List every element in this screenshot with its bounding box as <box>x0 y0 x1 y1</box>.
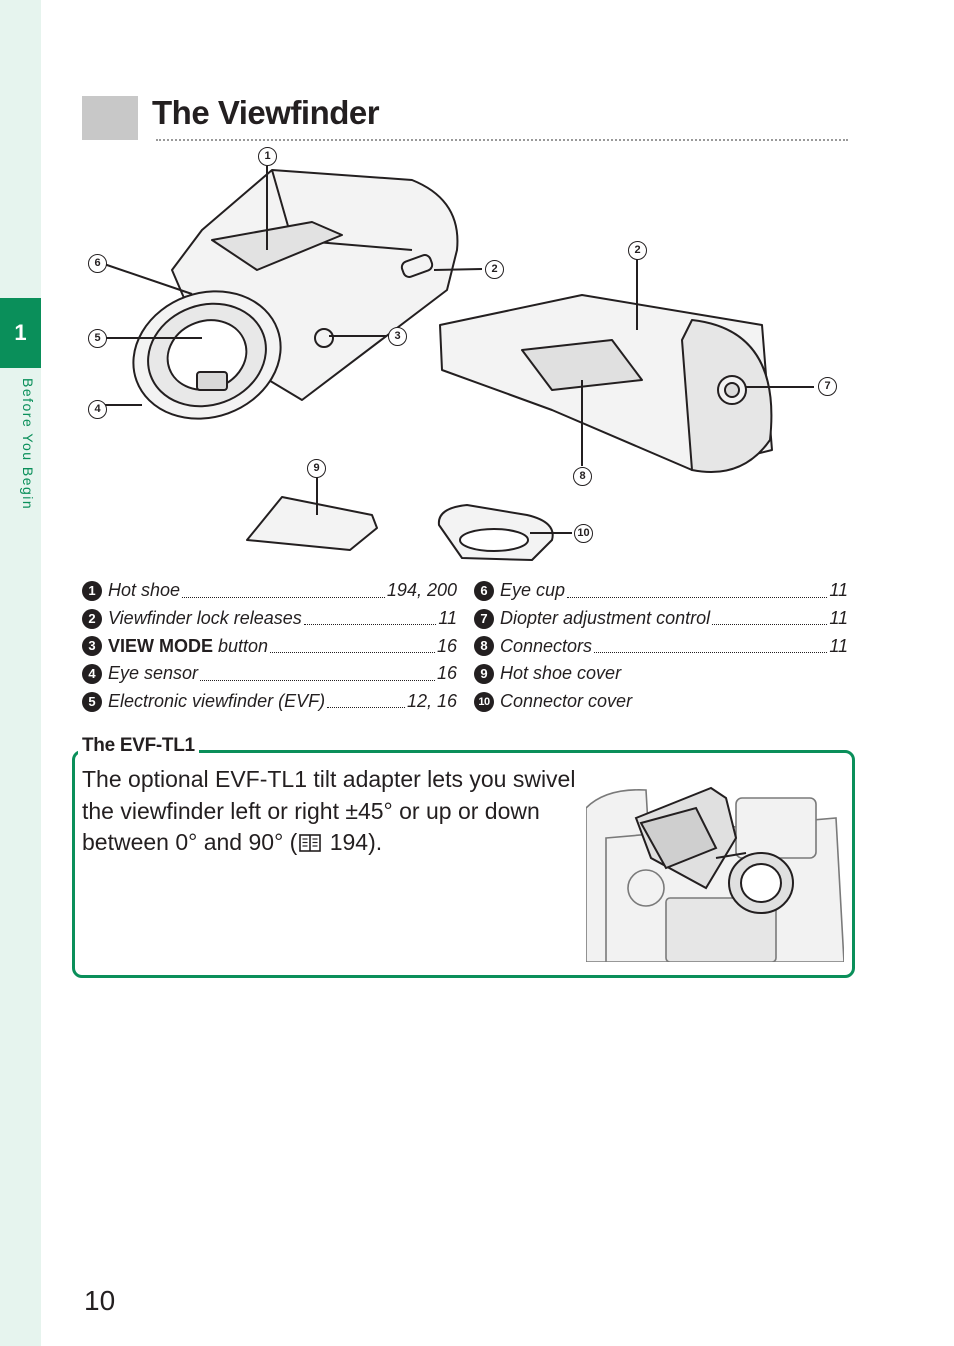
legend-label: Eye cup <box>500 580 566 601</box>
book-icon <box>299 834 322 852</box>
viewfinder-drawing <box>103 166 814 561</box>
legend-number: 4 <box>82 663 102 684</box>
legend-label: Viewfinder lock releases <box>108 608 302 629</box>
legend-label: Eye sensor <box>108 663 199 684</box>
legend-item: 5 Electronic viewfinder (EVF) 12, 16 <box>82 688 457 716</box>
leader-dots <box>567 596 828 598</box>
legend-number: 3 <box>82 636 102 657</box>
legend-right: 6 Eye cup 11 7 Diopter adjustment contro… <box>474 577 848 715</box>
note-text-end: ). <box>368 829 383 855</box>
chapter-label: Before You Begin <box>20 378 36 511</box>
callout-3: 3 <box>388 327 407 346</box>
page-ref[interactable]: 11 <box>438 608 457 629</box>
page-ref[interactable]: 16 <box>436 635 457 656</box>
legend-number: 10 <box>474 691 494 712</box>
leader-dots <box>303 624 437 626</box>
leader-dots <box>712 624 828 626</box>
note-box <box>72 750 855 978</box>
legend-number: 6 <box>474 580 494 601</box>
view-mode-label: VIEW MODE <box>108 635 214 656</box>
legend-label: Connector cover <box>500 691 633 712</box>
camera-with-tilt-adapter-illustration <box>585 778 845 963</box>
leader-dots <box>327 707 405 709</box>
legend-label: VIEW MODE button <box>108 636 268 657</box>
legend-label: Electronic viewfinder (EVF) <box>108 691 326 712</box>
callout-8: 8 <box>573 467 592 486</box>
legend-item: 3 VIEW MODE button 16 <box>82 632 457 660</box>
leader-dots <box>182 596 385 598</box>
callout-10: 10 <box>574 524 593 543</box>
legend-item: 8 Connectors 11 <box>474 632 848 660</box>
callout-1: 1 <box>258 147 277 166</box>
side-strip <box>0 0 41 1346</box>
leader-dots <box>270 652 435 654</box>
page-ref[interactable]: 12, 16 <box>406 691 457 712</box>
legend-item: 10 Connector cover <box>474 688 848 716</box>
leader-dots <box>594 652 828 654</box>
legend-number: 1 <box>82 580 102 601</box>
title-rule <box>156 139 848 141</box>
legend-label: Hot shoe cover <box>500 663 622 684</box>
callout-4: 4 <box>88 400 107 419</box>
callout-6: 6 <box>88 254 107 273</box>
page-title: The Viewfinder <box>152 94 380 131</box>
page-ref[interactable]: 11 <box>829 580 848 601</box>
legend-number: 5 <box>82 691 102 712</box>
page-number: 10 <box>84 1285 116 1316</box>
legend-item: 1 Hot shoe 194, 200 <box>82 577 457 605</box>
callout-9: 9 <box>307 459 326 478</box>
legend-item: 7 Diopter adjustment control 11 <box>474 605 848 633</box>
legend-item: 4 Eye sensor 16 <box>82 660 457 688</box>
legend-item: 6 Eye cup 11 <box>474 577 848 605</box>
callout-7: 7 <box>818 377 837 396</box>
chapter-tab[interactable] <box>0 298 41 368</box>
note-title: The EVF-TL1 <box>78 735 199 757</box>
legend-number: 7 <box>474 608 494 629</box>
page-ref[interactable]: 194, 200 <box>386 580 457 601</box>
note-body: The optional EVF-TL1 tilt adapter lets y… <box>82 764 577 859</box>
note-text: The optional EVF-TL1 tilt adapter lets y… <box>82 766 576 855</box>
button-label: button <box>213 635 269 656</box>
callout-2b: 2 <box>628 241 647 260</box>
leader-dots <box>200 679 435 681</box>
legend-number: 2 <box>82 608 102 629</box>
legend-label: Connectors <box>500 635 593 656</box>
legend-number: 9 <box>474 663 494 684</box>
page-ref[interactable]: 11 <box>829 608 848 629</box>
camera-drawing <box>585 786 845 963</box>
title-marker <box>82 96 138 140</box>
legend-label: Hot shoe <box>108 580 181 601</box>
page-ref[interactable]: 16 <box>436 663 457 684</box>
viewfinder-illustration: 1 2 3 4 5 6 2 7 8 9 10 <box>82 140 852 570</box>
legend-label: Diopter adjustment control <box>500 608 711 629</box>
page-ref[interactable]: 11 <box>829 635 848 656</box>
legend-item: 9 Hot shoe cover <box>474 660 848 688</box>
legend-left: 1 Hot shoe 194, 200 2 Viewfinder lock re… <box>82 577 457 715</box>
callout-5: 5 <box>88 329 107 348</box>
chapter-number: 1 <box>14 320 27 345</box>
legend-number: 8 <box>474 636 494 657</box>
page-link[interactable]: 194 <box>323 829 369 855</box>
legend-item: 2 Viewfinder lock releases 11 <box>82 605 457 633</box>
callout-2: 2 <box>485 260 504 279</box>
